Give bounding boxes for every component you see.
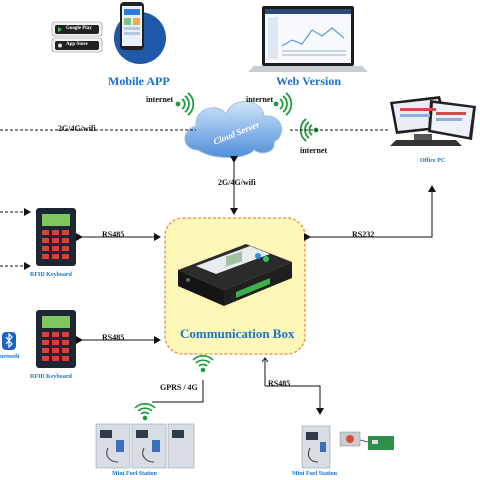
web-version-title: Web Version: [276, 74, 342, 88]
rfid-keyboard-label-1: RFID Keyboard: [30, 272, 72, 278]
fuel-station-label-1: Mini Fuel Station: [112, 471, 158, 477]
office-pc-label: Office PC: [420, 158, 446, 164]
mobile-app-graphic: [51, 2, 166, 64]
internet-label-pc: internet: [300, 146, 328, 155]
connectors: [0, 129, 436, 415]
wifi-icon-pc: [299, 118, 319, 142]
laptop-graphic: [248, 6, 368, 72]
app-store-badge: App Store: [66, 42, 88, 47]
cloud-box-label: 2G/4G/wifi: [218, 178, 256, 187]
cloud-server-graphic: [184, 101, 283, 158]
mobile-app-title: Mobile APP: [108, 74, 170, 88]
bluetooth-icon: [2, 332, 16, 350]
wifi-icon-web: [273, 92, 293, 116]
wifi-icon-station: [134, 403, 156, 421]
fuel-station-graphic-1: [95, 423, 195, 469]
net-left-label: 2G/4G/wifi: [58, 124, 96, 133]
rs485-bottom-label: RS485: [268, 379, 291, 388]
rfid-keyboard-graphic-2: [36, 310, 76, 368]
internet-label-web: internet: [246, 95, 274, 104]
office-pc-graphic: [390, 96, 476, 146]
internet-label-mobile: internet: [146, 95, 174, 104]
communication-box-label: Communication Box: [180, 326, 295, 341]
bluetooth-label: uetooth: [0, 354, 20, 360]
rs485-mid-label: RS485: [102, 333, 125, 342]
wifi-icon-mobile: [175, 92, 195, 116]
google-play-badge: Google Play: [66, 26, 92, 31]
communication-box-device: [178, 244, 292, 306]
gprs-label: GPRS / 4G: [160, 383, 198, 392]
rfid-keyboard-label-2: RFID Keyboard: [30, 374, 72, 380]
wifi-icon-gprs: [192, 355, 214, 373]
rfid-keyboard-graphic-1: [36, 208, 76, 266]
rs232-label: RS232: [352, 230, 375, 239]
rs485-top-label: RS485: [102, 230, 125, 239]
fuel-station-label-2: Mini Fuel Station: [292, 471, 338, 477]
fuel-station-graphic-2: [301, 425, 394, 469]
